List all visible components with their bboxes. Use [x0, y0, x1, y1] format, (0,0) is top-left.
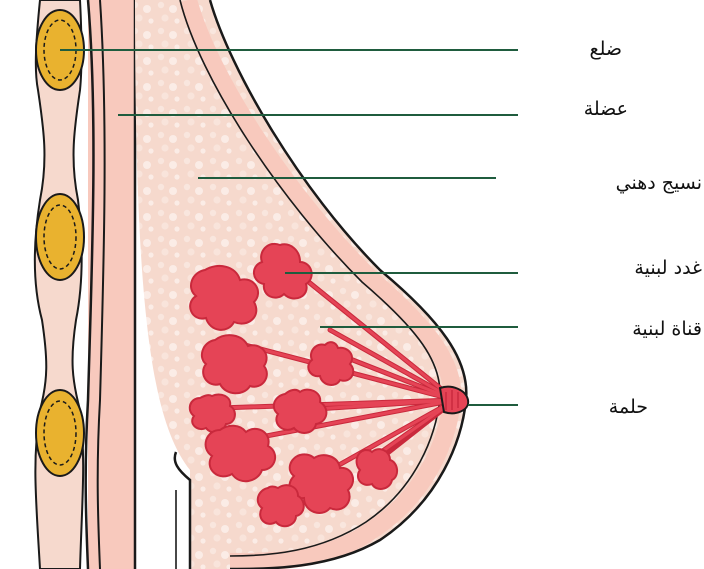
muscle-layer: [86, 0, 135, 569]
label-nipple: حلمة: [609, 396, 648, 418]
label-muscle: عضلة: [584, 98, 628, 120]
rib-column: [35, 0, 84, 569]
rib-2: [36, 194, 84, 280]
label-duct: قناة لبنية: [632, 318, 702, 340]
rib-3: [36, 390, 84, 476]
label-rib: ضلع: [589, 38, 622, 60]
label-fat: نسيج دهني: [616, 172, 702, 194]
label-lobules: غدد لبنية: [634, 257, 702, 279]
